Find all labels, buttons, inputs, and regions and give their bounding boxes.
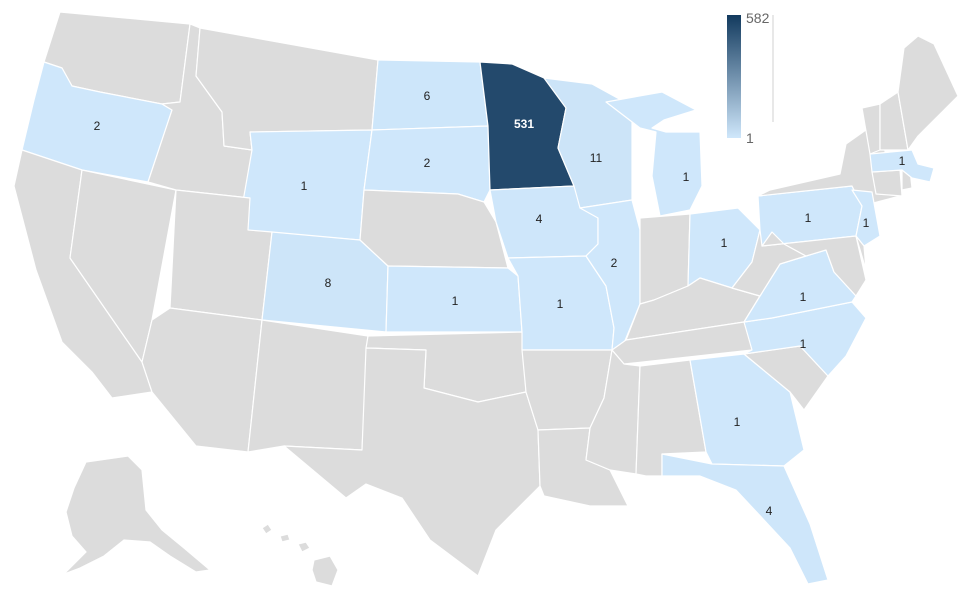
- state-ma: [869, 149, 935, 183]
- state-label-oh: 1: [721, 236, 728, 250]
- state-label-il: 2: [611, 256, 618, 270]
- state-md: [761, 231, 867, 297]
- state-label-ia: 4: [536, 212, 543, 226]
- state-label-mn: 531: [514, 117, 534, 131]
- alaska-hawaii-layer: [63, 455, 339, 587]
- state-ct: [871, 169, 903, 197]
- state-az: [141, 307, 263, 453]
- state-nm: [247, 319, 369, 453]
- state-label-wy: 1: [301, 179, 308, 193]
- state-label-nc: 1: [800, 337, 807, 351]
- legend-min-label: 1: [746, 130, 754, 146]
- state-il: [579, 199, 641, 351]
- state-hi-island-4: [311, 555, 339, 587]
- state-label-ks: 1: [452, 294, 459, 308]
- state-label-mi: 1: [683, 170, 690, 184]
- state-hi-island-1: [261, 523, 273, 535]
- state-fl: [661, 453, 829, 585]
- state-tx: [283, 347, 541, 577]
- state-ak: [63, 455, 212, 575]
- state-hi-island-2: [279, 533, 291, 543]
- legend-max-label: 582: [746, 10, 770, 26]
- state-label-mo: 1: [557, 297, 564, 311]
- state-me: [897, 35, 959, 151]
- states-layer: [13, 11, 959, 585]
- state-de: [855, 235, 867, 271]
- state-label-ma: 1: [899, 154, 906, 168]
- state-label-nd: 6: [424, 89, 431, 103]
- state-label-va: 1: [800, 290, 807, 304]
- state-label-fl: 4: [766, 504, 773, 518]
- state-mi: [605, 91, 703, 217]
- color-legend: 582 1: [727, 10, 774, 146]
- state-label-wi: 11: [590, 151, 603, 165]
- state-ne: [359, 189, 509, 269]
- state-label-ga: 1: [734, 415, 741, 429]
- state-label-pa: 1: [805, 211, 812, 225]
- state-label-nj: 1: [863, 216, 870, 230]
- state-label-co: 8: [325, 276, 332, 290]
- legend-gradient-bar: [727, 15, 741, 138]
- state-label-sd: 2: [424, 156, 431, 170]
- state-label-or: 2: [94, 119, 101, 133]
- state-hi-island-3: [297, 541, 311, 553]
